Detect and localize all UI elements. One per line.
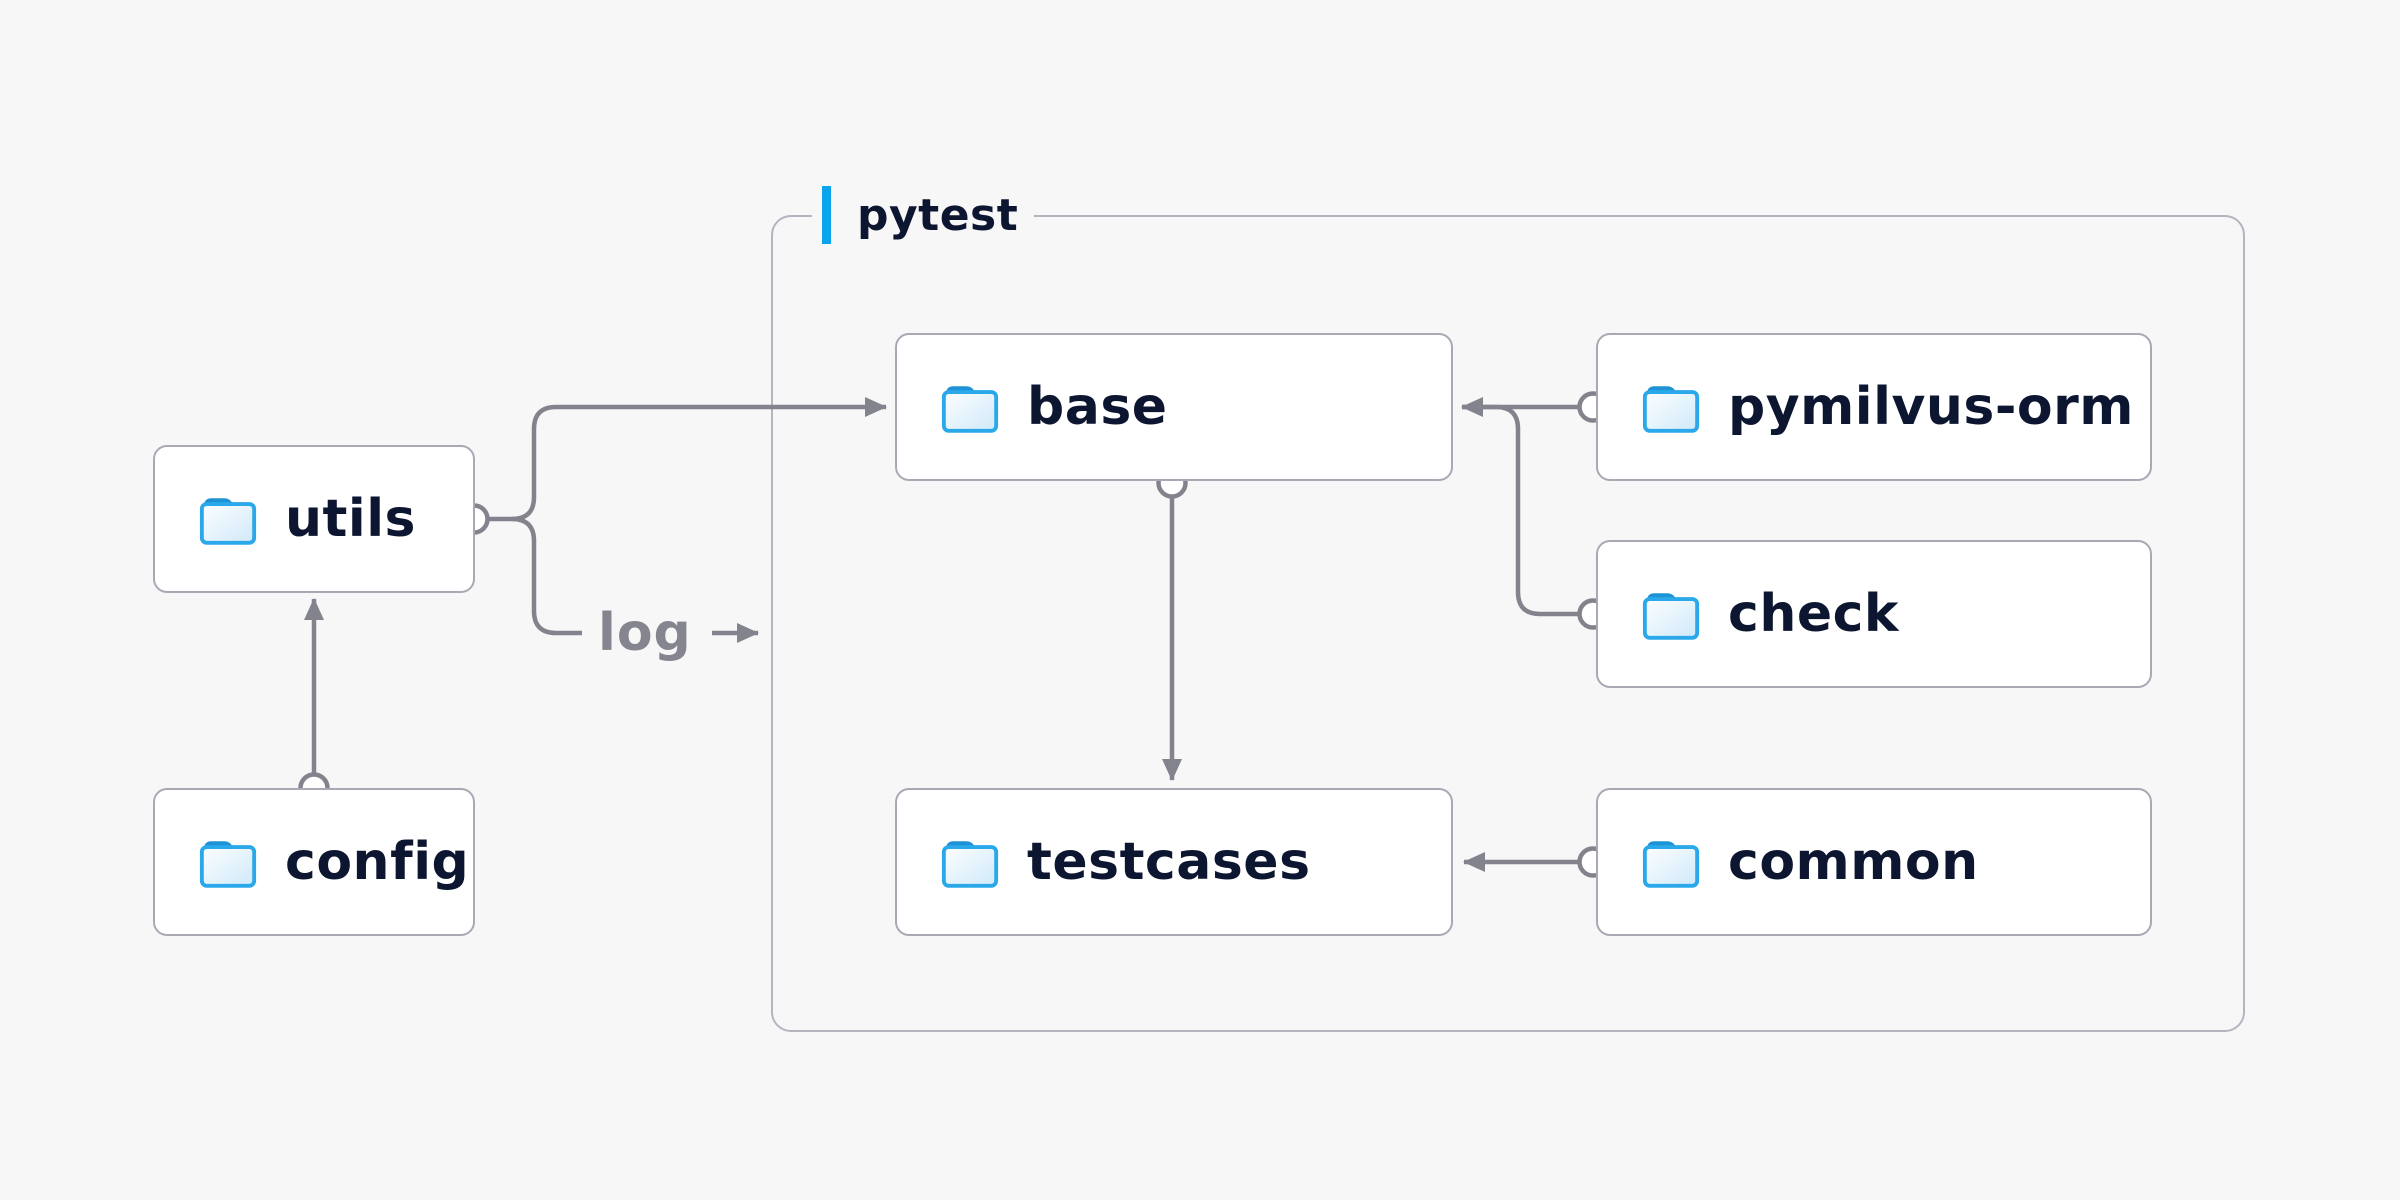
node-base[interactable]: base [895,333,1453,481]
node-label: testcases [1027,832,1311,892]
pytest-group-box [771,215,2245,1032]
accent-bar [822,186,831,244]
pytest-group-label: pytest [812,184,1035,246]
node-utils[interactable]: utils [153,445,475,593]
pytest-group-title: pytest [857,189,1019,241]
folder-icon [199,497,257,545]
folder-icon [1642,592,1700,640]
node-config[interactable]: config [153,788,475,936]
edge-utils-log [511,516,582,636]
folder-icon [941,840,999,888]
node-label: common [1728,832,1979,892]
node-label: pymilvus-orm [1728,377,2134,437]
node-common[interactable]: common [1596,788,2152,936]
folder-icon [1642,840,1700,888]
node-testcases[interactable]: testcases [895,788,1453,936]
node-label: check [1728,584,1900,644]
log-edge-label: log [598,603,692,663]
node-check[interactable]: check [1596,540,2152,688]
folder-icon [941,385,999,433]
node-pymilvus-orm[interactable]: pymilvus-orm [1596,333,2152,481]
node-label: config [285,832,470,892]
folder-icon [199,840,257,888]
node-label: utils [285,489,416,549]
folder-icon [1642,385,1700,433]
node-label: base [1027,377,1168,437]
